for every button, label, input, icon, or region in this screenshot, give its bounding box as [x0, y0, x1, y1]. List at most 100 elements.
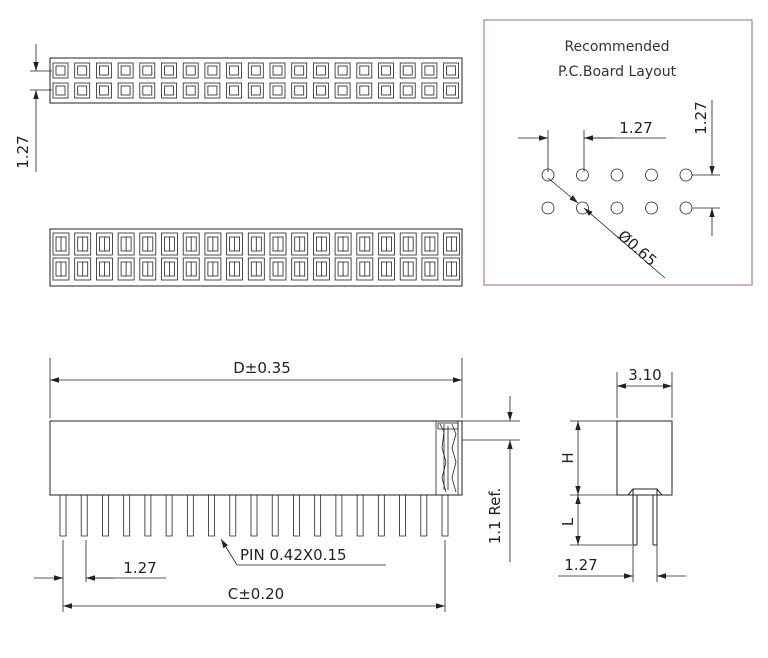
- top-pad: [356, 82, 373, 99]
- top-pad: [96, 62, 112, 79]
- top-pad: [247, 82, 264, 99]
- top-pad: [399, 82, 416, 99]
- bottom-contact: [52, 232, 70, 256]
- top-pad: [312, 82, 329, 99]
- pcb-hole: [679, 201, 693, 215]
- front-pin: [420, 495, 428, 537]
- side-body: [616, 420, 673, 496]
- top-pad: [52, 82, 69, 99]
- top-pad: [291, 62, 308, 79]
- top-pad: [247, 62, 264, 79]
- front-pin: [229, 495, 237, 537]
- top-pad: [356, 62, 373, 79]
- pcb-hole: [576, 168, 589, 182]
- front-pin: [441, 495, 449, 537]
- top-pad: [334, 82, 351, 99]
- bottom-contact: [182, 232, 200, 256]
- pcb-hole: [645, 168, 658, 182]
- bottom-view: [49, 228, 463, 287]
- side-height-label: H: [559, 452, 577, 463]
- side-pin-length-label: L: [559, 517, 577, 526]
- bottom-contact: [399, 257, 417, 281]
- bottom-contact: [204, 257, 222, 281]
- front-pin: [250, 495, 258, 537]
- front-pin: [314, 495, 322, 537]
- top-pad: [269, 82, 286, 99]
- bottom-contact: [269, 232, 287, 256]
- bottom-contact: [334, 232, 352, 256]
- bottom-contact: [378, 257, 395, 281]
- front-pin: [335, 495, 343, 537]
- top-pad: [139, 82, 156, 99]
- pcb-hole: [610, 168, 624, 182]
- front-pin: [208, 495, 215, 537]
- top-pad: [74, 62, 91, 79]
- top-pad: [139, 62, 156, 79]
- bottom-contact: [226, 232, 244, 256]
- front-pin: [377, 495, 385, 537]
- top-pad: [443, 82, 460, 99]
- front-pin: [80, 495, 88, 537]
- front-view: D±0.35 1.1 Ref. PIN 0.42X0.15: [34, 358, 520, 612]
- front-pin: [123, 495, 131, 537]
- bottom-contact: [139, 232, 157, 256]
- bottom-contact: [96, 257, 113, 281]
- top-pad: [378, 62, 394, 79]
- front-pin: [102, 495, 109, 537]
- pin-span-label: C±0.20: [228, 585, 284, 603]
- top-pad: [291, 82, 308, 99]
- pcb-hole: [679, 168, 693, 182]
- bottom-contact: [204, 232, 222, 256]
- bottom-contact: [96, 232, 113, 256]
- pcb-layout-title-line1: Recommended: [564, 39, 669, 55]
- bottom-contact: [139, 257, 157, 281]
- front-pin: [144, 495, 152, 537]
- bottom-contact: [312, 232, 330, 256]
- overall-length-label: D±0.35: [233, 359, 291, 377]
- bottom-view-contacts: [52, 232, 461, 281]
- pcb-layout-title-line2: P.C.Board Layout: [558, 64, 677, 80]
- front-pins: [59, 495, 449, 537]
- top-pad: [399, 62, 416, 79]
- contact-section: [435, 421, 459, 495]
- bottom-contact: [356, 232, 374, 256]
- bottom-contact: [291, 232, 309, 256]
- top-pad: [421, 62, 438, 79]
- top-pad: [226, 82, 243, 99]
- top-pad: [204, 62, 221, 79]
- pcb-hole: [610, 201, 624, 215]
- pin-pitch-label: 1.27: [123, 559, 156, 577]
- top-pad: [312, 62, 329, 79]
- bottom-contact: [443, 257, 461, 281]
- top-pad: [117, 82, 134, 99]
- top-pad: [74, 82, 91, 99]
- top-pad: [161, 62, 177, 79]
- top-pad: [204, 82, 221, 99]
- pcb-layout-frame: [483, 19, 753, 286]
- top-view: 1.27: [14, 44, 463, 172]
- top-pad: [52, 62, 69, 79]
- top-view-outline: [49, 57, 463, 104]
- bottom-contact: [117, 232, 135, 256]
- front-pin: [59, 495, 67, 537]
- top-pad: [182, 82, 199, 99]
- top-view-pads: [52, 62, 460, 99]
- front-pin: [399, 495, 406, 537]
- bottom-contact: [312, 257, 330, 281]
- pcb-hole-dia-label: Ø0.65: [614, 227, 660, 270]
- bottom-contact: [291, 257, 309, 281]
- pcb-pitch-h-label: 1.27: [619, 119, 652, 137]
- front-pin: [271, 495, 279, 537]
- bottom-contact: [247, 232, 265, 256]
- ref-height-label: 1.1 Ref.: [486, 488, 504, 545]
- side-pitch-label: 1.27: [564, 556, 597, 574]
- bottom-contact: [117, 257, 135, 281]
- top-pad: [334, 62, 351, 79]
- top-pad: [96, 82, 112, 99]
- front-pin: [293, 495, 300, 537]
- pcb-hole: [576, 201, 589, 215]
- bottom-contact: [399, 232, 417, 256]
- pcb-hole: [541, 201, 555, 215]
- bottom-contact: [52, 257, 70, 281]
